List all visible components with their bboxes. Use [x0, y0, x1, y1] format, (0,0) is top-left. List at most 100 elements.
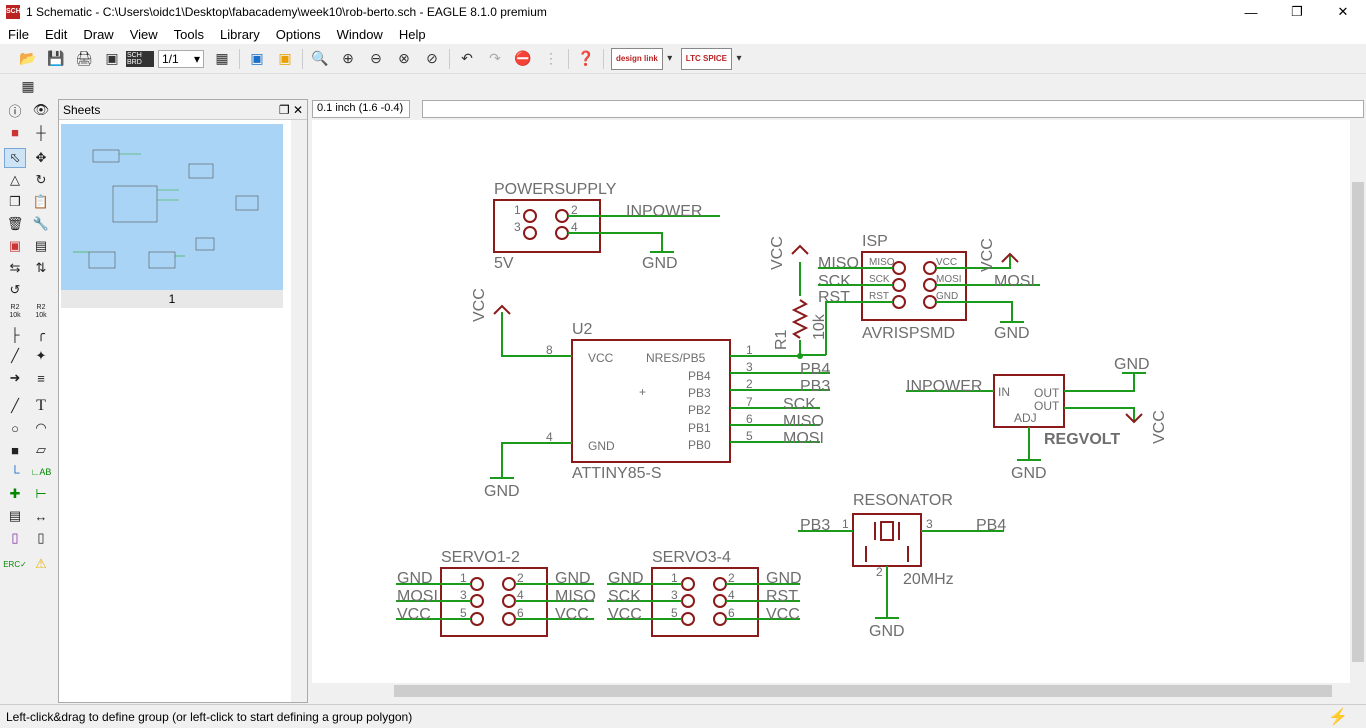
gateswap-icon[interactable]: ⇅: [35, 260, 47, 275]
command-input[interactable]: [422, 100, 1364, 118]
designlink-button[interactable]: design link: [611, 47, 663, 70]
save-icon[interactable]: 💾: [47, 50, 65, 66]
help-icon[interactable]: ❓: [577, 50, 595, 66]
display-layers-icon[interactable]: ■: [11, 124, 19, 140]
copy-icon[interactable]: ❐: [9, 194, 21, 209]
mark-icon[interactable]: ┼: [36, 124, 46, 140]
show-icon[interactable]: 👁: [32, 102, 50, 117]
designlink-dropdown-icon[interactable]: ▾: [667, 53, 673, 64]
smash-icon[interactable]: ├: [10, 326, 20, 342]
powersupply-part[interactable]: POWERSUPPLY 1 2 3 4 5V: [493, 181, 617, 272]
menu-view[interactable]: View: [129, 26, 158, 42]
menu-edit[interactable]: Edit: [44, 26, 68, 42]
line-icon[interactable]: ╱: [11, 398, 19, 413]
go-icon[interactable]: ⋮: [544, 50, 558, 66]
ltspice-button[interactable]: LTC SPICE: [680, 47, 732, 70]
label-icon[interactable]: ∟AB: [30, 467, 52, 477]
sheet-number[interactable]: 1: [61, 290, 283, 308]
stop-icon[interactable]: ⛔: [514, 50, 532, 66]
menu-draw[interactable]: Draw: [83, 26, 114, 42]
close-panel-icon[interactable]: ✕: [292, 102, 303, 117]
delete-icon[interactable]: 🗑: [6, 216, 24, 231]
scroll-thumb[interactable]: [394, 685, 1332, 697]
close-button[interactable]: ✕: [1337, 4, 1349, 19]
u2-part[interactable]: U2 VCC GND NRES/PB5 PB4 PB3 PB2 PB1 PB0 …: [571, 321, 731, 482]
regvolt-part[interactable]: IN OUT OUT ADJ REGVOLT: [993, 374, 1120, 448]
polygon-icon[interactable]: ▱: [36, 442, 46, 457]
menu-file[interactable]: File: [8, 26, 29, 42]
servo34-part[interactable]: SERVO3-4 1 2 3 4 5 6: [651, 549, 759, 637]
servo12-part[interactable]: SERVO1-2 1 2 3 4 5 6: [440, 549, 548, 637]
u2-pinnum: 1: [746, 343, 753, 357]
redo-icon[interactable]: ↷: [489, 50, 501, 66]
sch-brd-switch-icon[interactable]: SCH BRD: [126, 46, 154, 72]
go-icon[interactable]: ⚡: [1328, 708, 1348, 726]
canvas-vertical-scrollbar[interactable]: [1350, 120, 1366, 683]
add-part-icon[interactable]: ▣: [8, 238, 22, 253]
menu-options[interactable]: Options: [275, 26, 321, 42]
zoom-redraw-icon[interactable]: ⊗: [398, 50, 410, 66]
menu-window[interactable]: Window: [336, 26, 383, 42]
zoom-select-icon[interactable]: ⊘: [426, 50, 438, 66]
restore-button[interactable]: ❐: [1291, 4, 1303, 19]
text-icon[interactable]: T: [36, 397, 46, 414]
isp-part[interactable]: ISP MISO SCK RST VCC MOSI GND AVRISPSMD: [861, 233, 967, 342]
warning-icon[interactable]: ⚠: [35, 556, 47, 571]
scroll-thumb[interactable]: [1352, 182, 1364, 662]
dimension-icon[interactable]: ↔: [34, 508, 48, 524]
sheets-scrollbar[interactable]: [291, 120, 307, 702]
mirror-icon[interactable]: △: [10, 172, 20, 187]
zoom-fit-icon[interactable]: 🔍: [311, 50, 329, 66]
split-icon[interactable]: ╱: [11, 348, 19, 363]
info-icon[interactable]: ⓘ: [8, 103, 22, 119]
undo-icon[interactable]: ↶: [461, 50, 473, 66]
minimize-button[interactable]: —: [1244, 4, 1258, 20]
grid-icon[interactable]: ▦: [21, 77, 35, 94]
use-library-icon[interactable]: ▦: [215, 50, 229, 66]
move-icon[interactable]: ✥: [35, 150, 47, 165]
frame-icon[interactable]: ▯: [11, 530, 19, 545]
wrench-icon[interactable]: 🔧: [32, 216, 50, 231]
attribute-icon[interactable]: ▤: [8, 508, 22, 523]
miter-icon[interactable]: ╭: [37, 326, 45, 341]
rotate-icon[interactable]: ↻: [35, 172, 47, 187]
sheet-select[interactable]: 1/1▾: [158, 49, 204, 68]
sheet-thumbnail[interactable]: [61, 124, 283, 290]
align-icon[interactable]: ≡: [37, 370, 45, 386]
net-icon[interactable]: ✚: [9, 486, 21, 501]
bus-icon[interactable]: └: [10, 464, 20, 480]
float-icon[interactable]: ❐: [278, 102, 290, 117]
erc-icon[interactable]: ERC✓: [3, 559, 27, 569]
modules-icon[interactable]: ▯: [37, 530, 45, 545]
resonator-part[interactable]: RESONATOR 1 3 2 20MHz: [842, 492, 954, 588]
vcc-symbol: [493, 304, 511, 315]
zoom-out-icon[interactable]: ⊖: [370, 50, 382, 66]
cam-icon[interactable]: ▣: [105, 50, 119, 66]
replace-icon[interactable]: ▤: [34, 238, 48, 253]
print-icon[interactable]: 🖨: [75, 50, 93, 66]
group-icon[interactable]: ⬁: [4, 148, 26, 168]
menu-library[interactable]: Library: [220, 26, 260, 42]
ulp-icon[interactable]: ▣: [278, 50, 292, 66]
script-icon[interactable]: ▣: [250, 50, 264, 66]
rectangle-icon[interactable]: ■: [11, 442, 19, 458]
swap-icon[interactable]: ⇆: [9, 260, 21, 275]
menu-help[interactable]: Help: [398, 26, 426, 42]
optimize-icon[interactable]: ✦: [35, 348, 47, 363]
canvas-horizontal-scrollbar[interactable]: [312, 683, 1366, 699]
paste-icon[interactable]: 📋: [32, 194, 50, 209]
open-icon[interactable]: 📂: [19, 50, 37, 66]
pinswap-icon[interactable]: ➜: [9, 370, 21, 385]
r1-part[interactable]: R1 10k VCC: [769, 236, 828, 350]
circle-icon[interactable]: ○: [11, 420, 19, 436]
junction-icon[interactable]: ⊢: [35, 486, 47, 501]
invoke-icon[interactable]: ↺: [9, 282, 21, 297]
schematic-canvas[interactable]: .w{stroke:#1c9a1c;stroke-width:2;fill:no…: [312, 120, 1350, 683]
menu-tools[interactable]: Tools: [173, 26, 205, 42]
zoom-in-icon[interactable]: ⊕: [342, 50, 354, 66]
u2-pin-pb0: PB0: [688, 438, 711, 452]
ltspice-dropdown-icon[interactable]: ▾: [736, 53, 742, 64]
arc-icon[interactable]: ◠: [35, 420, 47, 435]
